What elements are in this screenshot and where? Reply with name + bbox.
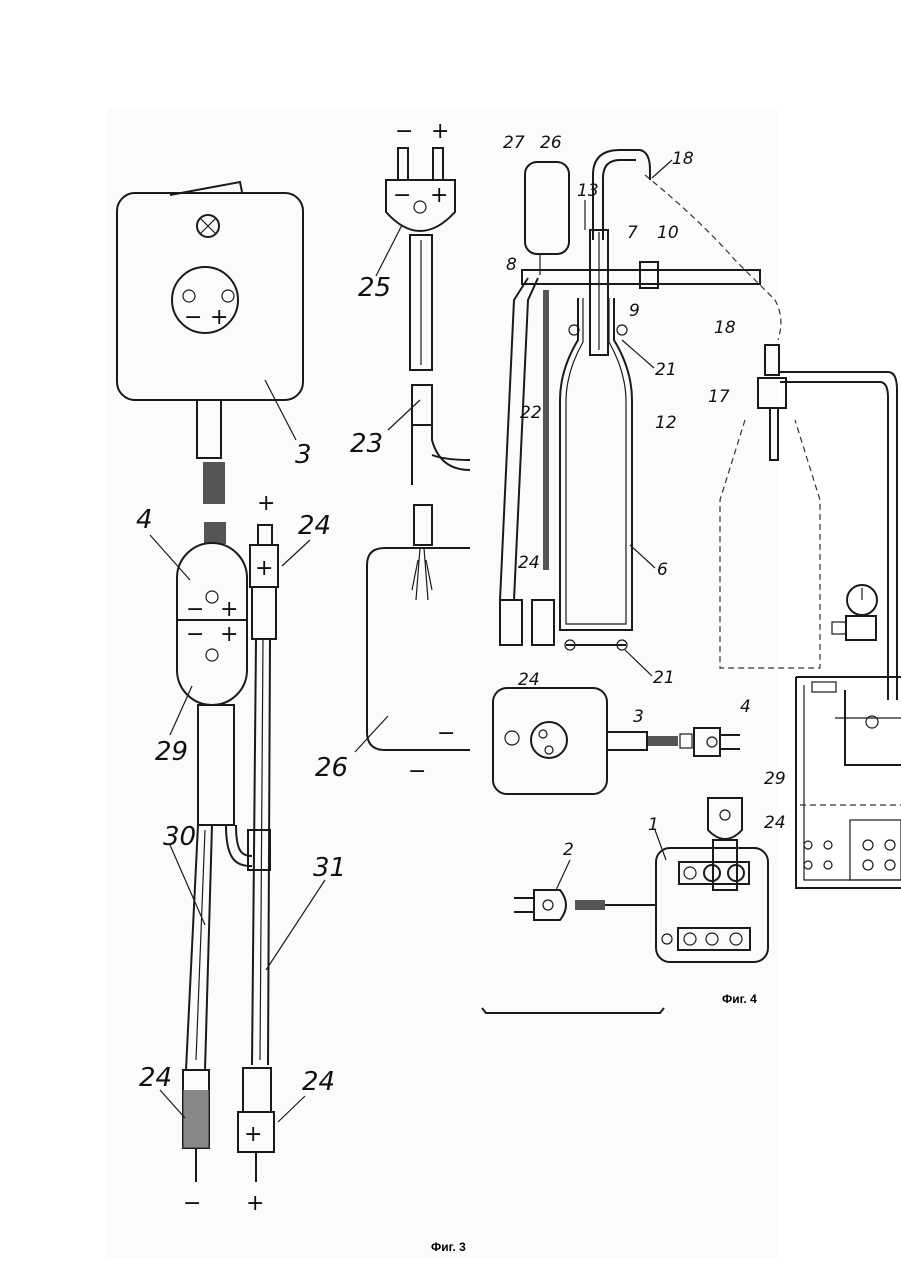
- label-terminal-24-br: 24: [302, 1067, 335, 1097]
- term24-plus: +: [255, 556, 273, 581]
- bottom-minus: −: [183, 1191, 201, 1216]
- label-8: 8: [506, 255, 517, 275]
- top-plus: +: [431, 119, 449, 144]
- label-21a: 21: [655, 360, 677, 380]
- label-7: 7: [627, 223, 638, 243]
- label-lead-30: 30: [163, 822, 196, 852]
- label-plug-25: 25: [358, 273, 391, 303]
- terminal-block-right: [804, 820, 901, 880]
- lead31-top-plus: +: [257, 491, 275, 516]
- conn29-plus: +: [220, 622, 238, 647]
- label-26: 26: [540, 133, 562, 153]
- plug-plus: +: [430, 183, 448, 208]
- plug-25: − + − + 25: [358, 119, 455, 370]
- label-24a: 24: [518, 553, 540, 573]
- label-18a: 18: [672, 149, 694, 169]
- label-socket-3: 3: [295, 440, 312, 470]
- label-9: 9: [629, 301, 640, 321]
- label-3: 3: [633, 707, 644, 727]
- label-connector-4: 4: [136, 505, 153, 535]
- label-29: 29: [764, 769, 786, 789]
- hose-23: 23: [350, 385, 470, 545]
- top-minus: −: [395, 119, 413, 144]
- bag-26: − 26 −: [315, 548, 470, 784]
- label-13: 13: [577, 181, 599, 201]
- label-24c: 24: [764, 813, 786, 833]
- gauge-icon: [832, 585, 877, 640]
- fig4-apparatus: 27 26 18 13 7 10 8 18 9 21 12 6 21: [482, 133, 901, 1013]
- leads-30-31: 30 + + 24 31 24 + 24 − +: [139, 491, 346, 1216]
- label-6: 6: [657, 560, 668, 580]
- bag-bottom-minus: −: [408, 759, 426, 784]
- label-1: 1: [648, 815, 659, 835]
- label-10: 10: [657, 223, 679, 243]
- label-12: 12: [655, 413, 677, 433]
- caption-fig3: Фиг. 3: [431, 1240, 466, 1254]
- conn29-minus: −: [186, 622, 204, 647]
- connector-4-29: − + − + 4 29: [136, 505, 247, 825]
- label-27: 27: [503, 133, 525, 153]
- bottom-plus: +: [246, 1191, 264, 1216]
- label-17: 17: [708, 387, 730, 407]
- label-hose-23: 23: [350, 429, 383, 459]
- label-4: 4: [740, 697, 751, 717]
- label-18b: 18: [714, 318, 736, 338]
- conn4-plus: +: [220, 597, 238, 622]
- conn4-minus: −: [186, 597, 204, 622]
- label-bag-26: 26: [315, 753, 348, 783]
- socket-minus: −: [184, 305, 202, 330]
- label-connector-29: 29: [155, 737, 188, 767]
- caption-fig4: Фиг. 4: [722, 992, 757, 1006]
- plug-minus: −: [393, 183, 411, 208]
- bag-minus: −: [437, 721, 455, 746]
- label-21b: 21: [653, 668, 675, 688]
- socket-plus: +: [210, 305, 228, 330]
- label-22: 22: [520, 403, 542, 423]
- label-lead-31: 31: [313, 853, 346, 883]
- label-2: 2: [563, 840, 574, 860]
- term24-br-plus: +: [244, 1122, 262, 1147]
- label-terminal-24-bl: 24: [139, 1063, 172, 1093]
- label-terminal-24-top: 24: [298, 511, 331, 541]
- socket-3: − + 3: [117, 182, 312, 504]
- lamp-indicator-icon: [197, 215, 219, 237]
